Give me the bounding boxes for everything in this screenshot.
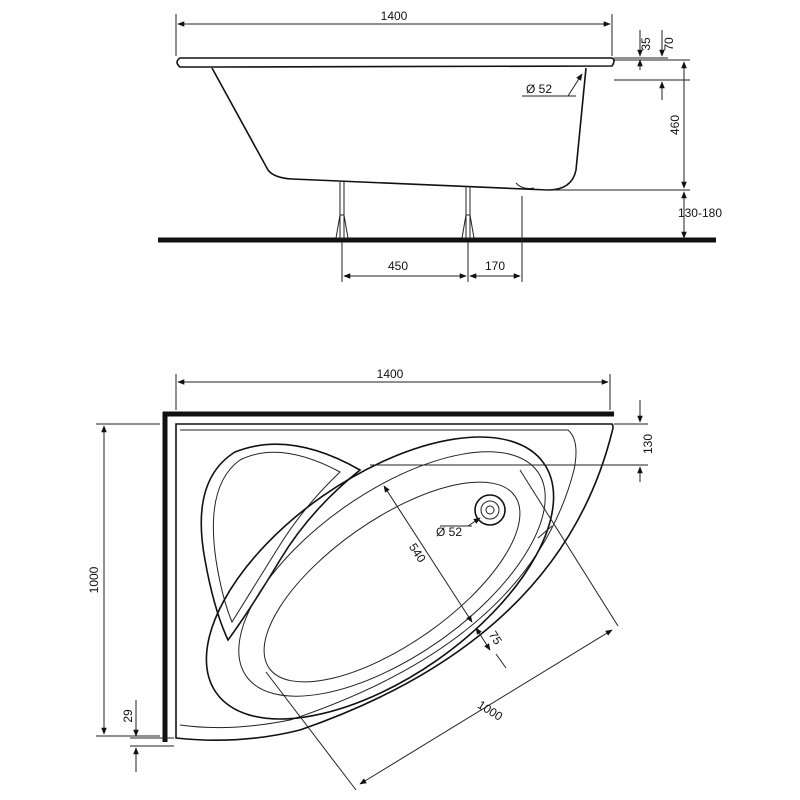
top-edge-label: 75	[486, 628, 505, 647]
side-depth-dimension: 460	[540, 59, 690, 191]
side-leg-right	[461, 186, 475, 239]
side-drain	[515, 182, 535, 189]
side-drain-dimension: Ø 52	[522, 73, 583, 97]
top-diagonal-dimension: 1000	[265, 469, 619, 791]
top-offset-top-dimension: 130	[370, 400, 655, 482]
top-drain-dimension: Ø 52	[436, 517, 481, 539]
top-inner-length-label: 540	[406, 541, 429, 566]
side-depth-label: 460	[668, 115, 682, 135]
top-headrest-outer	[200, 443, 362, 642]
side-leg-spacing-label: 450	[388, 259, 408, 273]
top-inner-length-dimension: 540	[383, 485, 473, 623]
side-width-dimension: 1400	[175, 9, 613, 56]
top-basin-outer	[205, 436, 555, 720]
top-diagonal-label: 1000	[475, 698, 505, 724]
side-drain-offset-label: 170	[485, 259, 505, 273]
top-width-dimension: 1400	[175, 367, 611, 410]
side-rim-dimensions: 35 70	[614, 30, 690, 100]
side-leg-height-dimension: 130-180	[678, 191, 722, 239]
top-basin-rim	[238, 451, 546, 697]
side-rim-label: 35	[639, 37, 653, 51]
side-view: 1400 35 70 Ø 52 460 13	[158, 9, 722, 282]
top-inner-rim	[179, 429, 577, 729]
top-drain-label: Ø 52	[436, 525, 462, 539]
top-view: Ø 52 1400 1000 130	[87, 367, 655, 791]
top-headrest-inner	[212, 451, 341, 624]
top-width-label: 1400	[377, 367, 404, 381]
side-rim	[176, 57, 615, 68]
side-rim-total-label: 70	[662, 37, 676, 51]
side-leg-height-label: 130-180	[678, 206, 722, 220]
top-offset-top-label: 130	[641, 434, 655, 454]
top-height-label: 1000	[87, 566, 101, 593]
top-drain	[474, 494, 506, 526]
top-offset-bottom-label: 29	[121, 709, 135, 723]
top-height-dimension: 1000	[87, 423, 160, 737]
top-outer-rim	[175, 423, 614, 742]
side-width-label: 1400	[381, 9, 408, 23]
side-tub-body	[211, 67, 587, 191]
side-leg-spacing-dimension: 450 170	[341, 196, 523, 282]
top-offset-bottom-dimension: 29	[121, 700, 174, 772]
side-drain-label: Ø 52	[526, 82, 552, 96]
side-leg-left	[335, 182, 349, 239]
